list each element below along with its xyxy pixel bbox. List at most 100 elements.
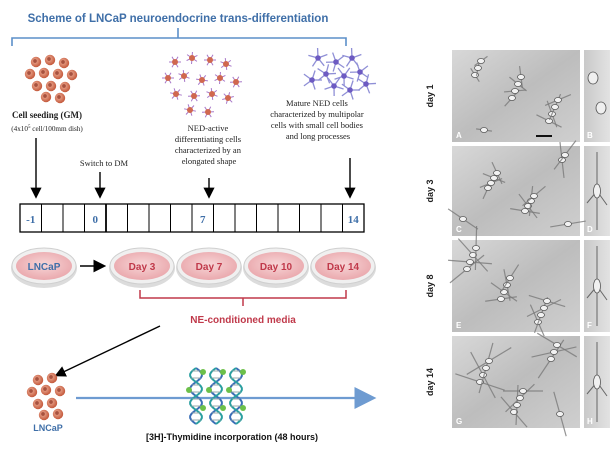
thymidine-dot xyxy=(200,369,206,375)
micrograph-left xyxy=(452,50,580,142)
cell-nucleus xyxy=(48,83,52,87)
cell xyxy=(165,75,171,81)
micrograph-letter: H xyxy=(587,417,593,426)
thymidine-dot xyxy=(206,387,212,393)
dish-medium xyxy=(181,252,237,280)
cell-nucleus xyxy=(33,59,37,63)
dish-label: Day 10 xyxy=(260,262,293,273)
switch-dm-label: Switch to DM xyxy=(80,158,129,168)
dish-label: LNCaP xyxy=(28,262,61,273)
micrograph-cell xyxy=(466,259,474,265)
dish-label: Day 7 xyxy=(196,262,223,273)
cell-cluster-bottom xyxy=(26,372,66,421)
cell-nucleus xyxy=(55,71,59,75)
cell xyxy=(349,55,355,61)
cell-nucleus xyxy=(34,83,38,87)
thymidine-dot xyxy=(200,405,206,411)
media-bracket xyxy=(139,290,347,306)
thymidine-dot xyxy=(220,369,226,375)
cell-nucleus xyxy=(35,377,39,381)
dish-medium xyxy=(315,252,371,280)
thymidine-dot xyxy=(220,405,226,411)
cell xyxy=(181,73,187,79)
micrograph-cell xyxy=(482,365,490,371)
cell xyxy=(209,91,215,97)
micrograph-cell xyxy=(487,180,495,186)
ned-active-text: NED-active differentiating cells charact… xyxy=(175,123,243,166)
micrograph-cell xyxy=(474,65,482,71)
timeline-label: 0 xyxy=(93,214,99,226)
cell xyxy=(341,73,347,79)
cell xyxy=(233,79,239,85)
micrograph-cell xyxy=(517,74,525,80)
cell xyxy=(323,71,329,77)
cell-cluster-mature-ned xyxy=(303,47,377,100)
micrograph-cell xyxy=(472,245,480,251)
cell xyxy=(217,75,223,81)
cell xyxy=(357,69,363,75)
micrograph-letter: C xyxy=(456,225,462,234)
micrograph-cell xyxy=(595,101,607,115)
cell-nucleus xyxy=(41,70,45,74)
media-label: NE-conditioned media xyxy=(190,315,296,326)
cell xyxy=(191,93,197,99)
micrograph-cell xyxy=(593,278,601,294)
cell-nucleus xyxy=(69,72,73,76)
micrograph-cell xyxy=(521,208,529,214)
micrograph-cell xyxy=(551,104,559,110)
cell-nucleus xyxy=(57,388,61,392)
micrograph-letter: E xyxy=(456,321,462,330)
micrograph-cell xyxy=(484,185,492,191)
cell xyxy=(172,59,178,65)
cell-nucleus xyxy=(35,401,39,405)
micrograph-cell xyxy=(463,266,471,272)
dish-medium xyxy=(114,252,170,280)
micrograph-letter: A xyxy=(456,131,462,140)
timeline-label: 7 xyxy=(200,214,206,226)
top-bracket xyxy=(11,28,347,46)
cell xyxy=(333,59,339,65)
micrograph-cell xyxy=(506,275,514,281)
cell xyxy=(363,81,369,87)
cell xyxy=(223,61,229,67)
micrograph-letter: B xyxy=(587,131,593,140)
micrograph-cell xyxy=(516,395,524,401)
cell-nucleus xyxy=(41,412,45,416)
cell xyxy=(315,55,321,61)
cell-seeding-density: (4x105 cell/100mm dish) xyxy=(11,125,83,133)
micrograph-cell xyxy=(550,349,558,355)
cell-nucleus xyxy=(43,387,47,391)
micrograph-letter: G xyxy=(456,417,462,426)
micrograph-cell xyxy=(480,127,488,133)
cell xyxy=(309,77,315,83)
dna-strand xyxy=(189,367,203,425)
timeline-label: -1 xyxy=(26,214,35,226)
micrograph-right xyxy=(584,50,610,142)
dish-medium xyxy=(16,252,72,280)
dish-medium xyxy=(248,252,304,280)
micrograph-cell xyxy=(543,298,551,304)
thymidine-label: [3H]-Thymidine incorporation (48 hours) xyxy=(146,432,318,442)
cell-nucleus xyxy=(61,60,65,64)
cell xyxy=(199,77,205,83)
cell xyxy=(189,55,195,61)
micrograph-cell xyxy=(493,170,501,176)
cell-seeding-label: Cell seeding (GM) xyxy=(12,110,82,120)
cell xyxy=(207,57,213,63)
micrograph-cell xyxy=(556,411,564,417)
thymidine-dot xyxy=(240,369,246,375)
micrograph-cell xyxy=(508,95,516,101)
micrograph-cell xyxy=(545,118,553,124)
cell xyxy=(205,109,211,115)
micrograph-cell xyxy=(547,356,555,362)
micrograph-cell xyxy=(561,152,569,158)
micrograph-row-label: day 3 xyxy=(425,179,435,202)
thymidine-dot xyxy=(186,387,192,393)
cell-nucleus xyxy=(55,411,59,415)
micrograph-cell xyxy=(564,221,572,227)
mature-ned-text: Mature NED cells characterized by multip… xyxy=(270,98,366,141)
micrograph-row-label: day 14 xyxy=(425,368,435,396)
micrograph-cell xyxy=(593,183,601,199)
